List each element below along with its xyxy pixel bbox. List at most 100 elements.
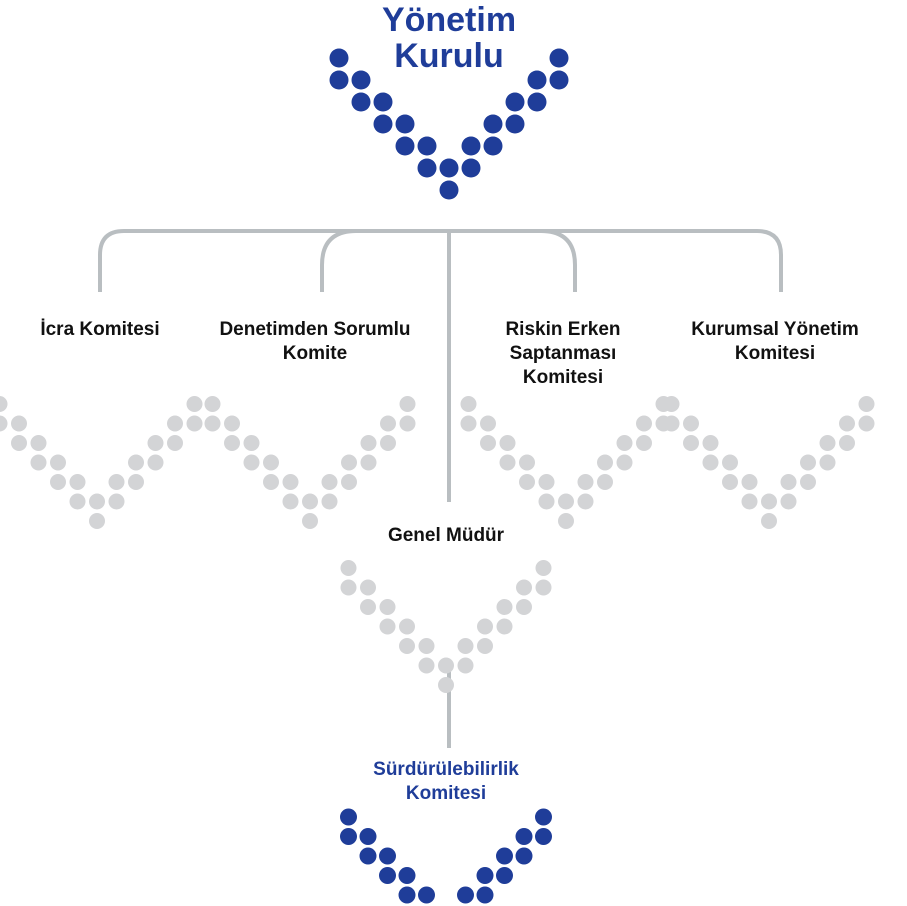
emblem-dot <box>108 474 125 490</box>
emblem-dot <box>535 560 552 576</box>
emblem-dot <box>460 396 477 412</box>
emblem-dot <box>329 70 349 90</box>
emblem-dot <box>505 92 525 112</box>
emblem-dot <box>515 847 533 865</box>
emblem-dot <box>519 454 535 471</box>
risk-committee-label: Riskin Erken Saptanması Komitesi <box>463 318 663 390</box>
emblem-dot <box>395 136 415 156</box>
emblem-dot <box>499 454 516 471</box>
emblem-dot <box>263 454 279 471</box>
connector-board-to-governance <box>449 229 783 292</box>
board-title-line-1: Yönetim <box>381 1 517 39</box>
emblem-dot <box>480 435 496 451</box>
emblem-dot <box>438 677 454 693</box>
emblem-dot <box>186 396 203 412</box>
risk-committee-line-2: Saptanması <box>509 343 617 364</box>
emblem-dot <box>89 513 105 529</box>
emblem-dot <box>597 474 613 490</box>
emblem-dot <box>379 599 396 615</box>
emblem-dot <box>128 474 144 490</box>
emblem-dot <box>359 847 377 865</box>
emblem-dot <box>538 493 555 510</box>
emblem-dot <box>340 808 357 826</box>
emblem-dot <box>30 435 47 451</box>
emblem-dot <box>839 415 855 432</box>
emblem-dot <box>399 415 416 432</box>
emblem-dot <box>69 474 86 490</box>
emblem-dot <box>516 579 532 596</box>
emblem-dot <box>496 867 513 884</box>
emblem-dot <box>89 493 105 510</box>
emblem-dot <box>360 579 376 596</box>
emblem-dot <box>476 867 494 884</box>
emblem-dot <box>69 493 86 510</box>
emblem-dot <box>549 48 569 68</box>
emblem-dot <box>398 886 416 904</box>
emblem-dot <box>224 415 240 432</box>
emblem-dot <box>282 474 299 490</box>
emblem-dot <box>477 618 493 635</box>
emblem-dot <box>538 474 555 490</box>
emblem-dot <box>702 435 719 451</box>
emblem-dot <box>373 114 393 134</box>
governance-committee-line-2: Komitesi <box>734 343 816 364</box>
emblem-dot <box>224 435 240 451</box>
emblem-dot <box>480 415 496 432</box>
executive-committee-label: İcra Komitesi <box>0 318 200 342</box>
emblem-dot <box>535 808 552 826</box>
emblem-dot <box>683 415 699 432</box>
emblem-dot <box>457 638 474 654</box>
emblem-dot <box>186 415 203 432</box>
emblem-dot <box>128 454 144 471</box>
emblem-dot <box>476 886 494 904</box>
emblem-dot <box>535 579 552 596</box>
emblem-dot <box>616 435 633 451</box>
emblem-dot <box>460 415 477 432</box>
emblem-dot <box>380 435 396 451</box>
sustainability-committee-line-2: Komitesi <box>405 783 487 804</box>
emblem-dot <box>417 136 437 156</box>
emblem-dot <box>360 454 377 471</box>
emblem-dot <box>399 618 415 635</box>
emblem-dot <box>496 847 513 865</box>
emblem-dot <box>379 867 396 884</box>
emblem-dot <box>379 847 396 865</box>
emblem-dot <box>360 435 377 451</box>
emblem-dot <box>379 618 396 635</box>
emblem-dot <box>515 828 533 845</box>
emblem-dot <box>477 638 493 654</box>
emblem-dot <box>636 435 652 451</box>
emblem-dot <box>722 474 738 490</box>
emblem-dot <box>418 638 435 654</box>
emblem-dot <box>340 579 357 596</box>
emblem-dot <box>597 454 613 471</box>
audit-committee-line-2: Komite <box>282 343 348 364</box>
emblem-dot <box>373 92 393 112</box>
emblem-dot <box>360 599 376 615</box>
emblem-dot <box>395 114 415 134</box>
emblem-dot <box>683 435 699 451</box>
emblem-dot <box>108 493 125 510</box>
connector-board-to-audit <box>320 229 449 292</box>
emblem-dot <box>702 454 719 471</box>
emblem-dot <box>204 396 221 412</box>
emblem-dot <box>858 396 875 412</box>
emblem-dot <box>663 415 680 432</box>
emblem-dot <box>340 828 357 845</box>
emblem-dot <box>549 70 569 90</box>
emblem-dot <box>800 474 816 490</box>
emblem-dot <box>858 415 875 432</box>
emblem-dot <box>50 454 66 471</box>
audit-committee-label: Denetimden Sorumlu Komite <box>195 318 435 366</box>
emblem-dot <box>204 415 221 432</box>
emblem-dot <box>439 180 459 200</box>
emblem-dot <box>519 474 535 490</box>
emblem-dot <box>321 474 338 490</box>
emblem-dot <box>418 886 435 904</box>
